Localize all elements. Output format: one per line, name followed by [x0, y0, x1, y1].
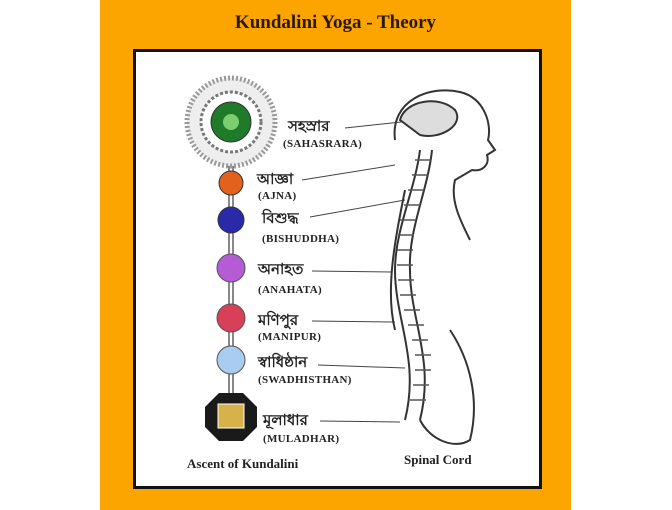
anahata-chakra-icon — [216, 253, 246, 283]
sahasrara-label: (SAHASRARA) — [283, 138, 363, 150]
anahata-bengali-label: অনাহত — [258, 262, 304, 278]
page-title: Kundalini Yoga - Theory — [234, 12, 437, 33]
sahasrara-bengali-label: সহস্রার — [288, 119, 330, 135]
ajna-label: (AJNA) — [258, 190, 297, 202]
muladhar-bengali-label: মূলাধার — [263, 413, 308, 429]
ascent-caption: Ascent of Kundalini — [187, 456, 299, 471]
swadhisthan-label: (SWADHISTHAN) — [258, 374, 352, 386]
ajna-bengali-label: আজ্ঞা — [257, 172, 294, 188]
muladhar-chakra-icon — [205, 393, 257, 441]
muladhar-label: (MULADHAR) — [263, 433, 340, 445]
spinal-cord-figure — [389, 89, 497, 445]
swadhisthan-chakra-icon — [216, 345, 246, 375]
bishuddha-bengali-label: বিশুদ্ধ — [262, 211, 299, 227]
manipur-chakra-icon — [216, 303, 246, 333]
manipur-bengali-label: মণিপুর — [258, 313, 299, 329]
sahasrara-chakra-icon — [184, 75, 278, 169]
spinal-cord-caption: Spinal Cord — [404, 452, 472, 467]
manipur-label: (MANIPUR) — [258, 331, 322, 343]
swadhisthan-bengali-label: স্বাধিষ্ঠান — [258, 355, 308, 371]
bishuddha-chakra-icon — [217, 206, 245, 234]
vertebrae — [397, 159, 431, 401]
anahata-label: (ANAHATA) — [258, 284, 323, 296]
ajna-chakra-icon — [218, 170, 244, 196]
bishuddha-label: (BISHUDDHA) — [262, 233, 340, 245]
leader-lines — [301, 119, 421, 423]
